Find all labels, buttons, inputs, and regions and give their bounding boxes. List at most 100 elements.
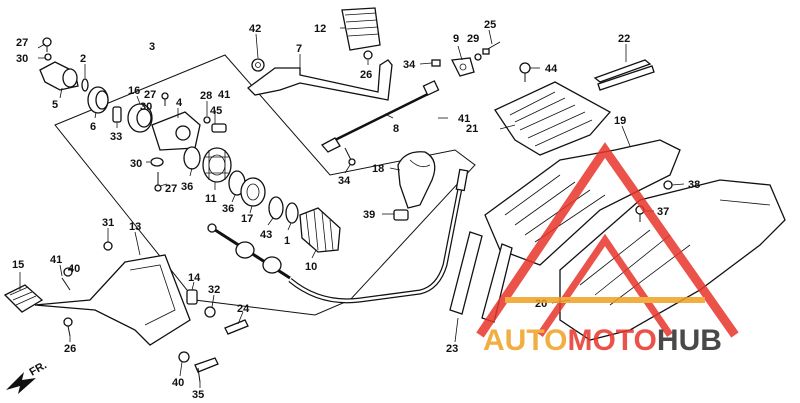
circlip-part-43 [268,196,284,220]
callout-18: 18 [372,163,384,175]
washer-part-31 [103,241,113,251]
bolt-part-27c [154,172,162,192]
callout-27: 27 [165,183,177,195]
nut-part-39 [393,209,409,221]
assembly-outline [54,54,476,316]
bolt-part-26a [363,50,373,60]
callout-30: 30 [140,101,152,113]
callout-41: 41 [218,89,230,101]
washer-part-40b [178,351,190,363]
callout-45: 45 [210,105,222,117]
washer-part-32 [204,306,216,318]
cover-part-19 [484,139,681,266]
callout-21: 21 [466,123,478,135]
watermark-brand-auto: AUTO [483,324,567,357]
callout-27: 27 [144,89,156,101]
callout-7: 7 [296,43,302,55]
callout-44: 44 [545,63,558,75]
callout-31: 31 [102,217,114,229]
bolt-part-34b [344,147,356,166]
clip-part-28 [203,116,211,124]
boot-part-10 [299,207,341,253]
callout-43: 43 [260,229,272,241]
callout-40: 40 [172,377,184,389]
pedal-arm-part-13 [34,254,191,346]
pedal-pad-part-15 [3,284,44,313]
bearing-part-17 [240,177,266,207]
callout-15: 15 [12,259,24,271]
callout-40: 40 [68,263,80,275]
callout-25: 25 [484,19,496,31]
bolt-part-34a [431,59,441,67]
pin-part-41c [61,277,71,291]
bolt-part-26b [63,317,73,337]
callout-3: 3 [149,41,155,53]
shift-lever-long [288,168,469,304]
bushing-part-14 [186,289,198,305]
callout-10: 10 [305,261,317,273]
washer-part-30 [44,53,52,61]
bolt-part-25 [482,41,501,55]
callout-6: 6 [90,121,96,133]
watermark-brand-moto: MOTO [567,324,656,357]
pin-part-33 [112,106,122,123]
grommet-part-42 [251,58,265,72]
callout-14: 14 [188,272,201,284]
guard-part-23 [449,231,513,323]
callout-5: 5 [52,99,58,111]
shift-rod [207,223,291,280]
bolt-part-38 [663,180,673,190]
watermark-logo-icon [476,142,739,338]
bolt-part-44 [519,62,531,82]
ring-part-2 [81,78,89,92]
bolt-part-35 [194,357,219,383]
front-direction-label: FR. [28,359,49,378]
washer-part-30c [150,157,164,167]
callout-19: 19 [614,115,626,127]
callout-30: 30 [16,53,28,65]
joint-part-5 [39,61,79,91]
callout-22: 22 [618,33,630,45]
watermark: AUTOMOTOHUB [476,142,739,357]
watermark-brand-hub: HUB [657,324,722,357]
callout-38: 38 [688,179,700,191]
ring-part-1 [285,202,299,224]
callout-30: 30 [130,158,142,170]
bracket-part-9 [451,57,475,77]
callout-26: 26 [64,343,76,355]
callout-13: 13 [129,221,141,233]
svg-text:AUTOMOTOHUB: AUTOMOTOHUB [483,324,722,357]
bolt-part-27 [42,37,52,52]
callout-23: 23 [446,343,458,355]
callout-36: 36 [222,203,234,215]
callout-41: 41 [50,254,62,266]
collar-part-16 [127,103,153,133]
callout-17: 17 [241,213,253,225]
callout-8: 8 [393,123,399,135]
ring-part-36a [183,146,201,170]
boot-part-6 [87,86,109,114]
callout-1: 1 [284,235,290,247]
callout-12: 12 [314,23,326,35]
callout-27: 27 [16,37,28,49]
callout-2: 2 [80,53,86,65]
knob-part-18 [397,151,436,209]
callout-29: 29 [467,33,479,45]
holder-part-4 [151,111,201,151]
callout-42: 42 [249,23,261,35]
small-bolt-27b [161,92,169,106]
strip-part-22 [593,59,655,91]
callout-41: 41 [458,113,470,125]
callout-4: 4 [176,97,183,109]
callout-33: 33 [110,131,122,143]
callout-16: 16 [128,85,140,97]
callout-39: 39 [363,209,375,221]
gear-part-11 [202,147,232,183]
callout-9: 9 [453,33,459,45]
callout-28: 28 [200,90,212,102]
callout-26: 26 [360,69,372,81]
callout-36: 36 [181,181,193,193]
mat-part-21 [494,81,612,156]
callout-11: 11 [205,193,217,205]
